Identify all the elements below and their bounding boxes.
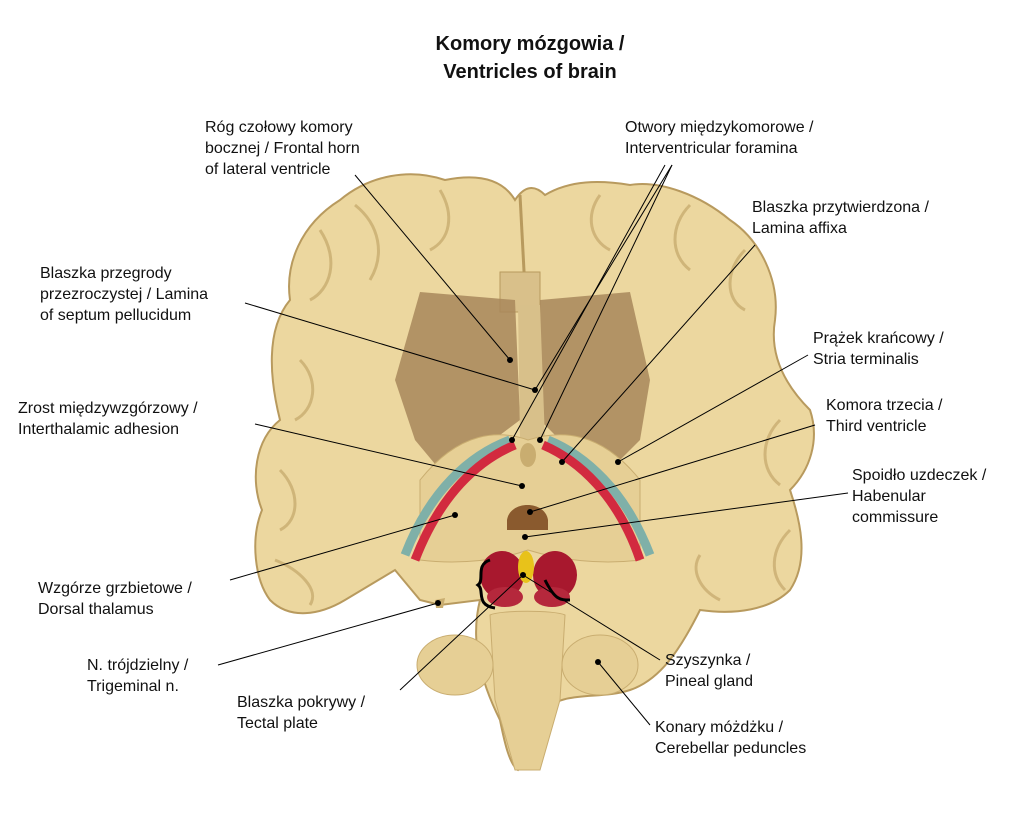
- label-septum-line1: Blaszka przegrody: [40, 265, 172, 282]
- leader-dots: [435, 357, 621, 665]
- label-adhesion: Zrost międzywzgórzowy / Interthalamic ad…: [18, 398, 198, 440]
- label-tectal: Blaszka pokrywy / Tectal plate: [237, 692, 365, 734]
- label-frontal-horn: Róg czołowy komory bocznej / Frontal hor…: [205, 117, 360, 180]
- label-septum-line3: of septum pellucidum: [40, 307, 192, 324]
- tectal-brace-right: [543, 579, 571, 602]
- tectal-brace: [475, 558, 496, 610]
- label-foramina: Otwory międzykomorowe / Interventricular…: [625, 117, 814, 159]
- third-ventricle-shape: [507, 505, 548, 530]
- label-pineal-line2: Pineal gland: [665, 673, 754, 690]
- tectal-lower-left: [487, 587, 523, 607]
- label-third-ventricle: Komora trzecia / Third ventricle: [826, 395, 942, 437]
- lamina-affixa-right: [546, 435, 655, 557]
- title-line2: Ventricles of brain: [443, 61, 617, 83]
- brainstem: [489, 610, 566, 771]
- gyri-shading: [274, 189, 792, 606]
- label-stria: Prążek krańcowy / Stria terminalis: [813, 328, 944, 370]
- label-thalamus-line1: Wzgórze grzbietowe /: [38, 580, 192, 597]
- stria-terminalis-right: [541, 440, 645, 562]
- label-lamina-affixa-line2: Lamina affixa: [752, 220, 847, 237]
- label-lamina-affixa-line1: Blaszka przytwierdzona /: [752, 199, 929, 216]
- leader-lines: [217, 164, 849, 726]
- label-frontal-horn-line3: of lateral ventricle: [205, 161, 331, 178]
- label-adhesion-line2: Interthalamic adhesion: [18, 421, 179, 438]
- label-third-ventricle-line1: Komora trzecia /: [826, 397, 943, 414]
- label-stria-line1: Prążek krańcowy /: [813, 330, 944, 347]
- title-line1: Komory mózgowia /: [435, 33, 625, 55]
- label-septum-line2: przezroczystej / Lamina: [40, 286, 209, 303]
- label-peduncles-line1: Konary móżdżku /: [655, 719, 784, 736]
- label-peduncles-line2: Cerebellar peduncles: [655, 740, 807, 757]
- label-thalamus-line2: Dorsal thalamus: [38, 601, 154, 618]
- label-peduncles: Konary móżdżku / Cerebellar peduncles: [655, 717, 806, 759]
- tectal-plate-left: [480, 551, 524, 599]
- lateral-ventricle-left: [395, 292, 520, 470]
- septum-pellucidum: [518, 305, 545, 440]
- tectal-plate-right: [533, 551, 577, 599]
- label-adhesion-line1: Zrost międzywzgórzowy /: [18, 400, 198, 417]
- label-trigeminal-line1: N. trójdzielny /: [87, 657, 189, 674]
- label-frontal-horn-line2: bocznej / Frontal horn: [205, 140, 360, 157]
- interthalamic-adhesion-shape: [520, 443, 536, 467]
- label-trigeminal: N. trójdzielny / Trigeminal n.: [87, 655, 188, 697]
- label-third-ventricle-line2: Third ventricle: [826, 418, 927, 435]
- label-habenular: Spoidło uzdeczek / Habenular commissure: [852, 465, 986, 528]
- label-foramina-line2: Interventricular foramina: [625, 140, 798, 157]
- label-lamina-affixa: Blaszka przytwierdzona / Lamina affixa: [752, 197, 929, 239]
- label-habenular-line1: Spoidło uzdeczek /: [852, 467, 987, 484]
- page-title: Komory mózgowia / Ventricles of brain: [330, 30, 730, 86]
- pineal-gland-shape: [518, 551, 534, 583]
- lamina-affixa-left: [400, 435, 512, 557]
- label-foramina-line1: Otwory międzykomorowe /: [625, 119, 814, 136]
- label-habenular-line2: Habenular: [852, 488, 926, 505]
- label-frontal-horn-line1: Róg czołowy komory: [205, 119, 353, 136]
- cerebellar-peduncle-left: [416, 634, 494, 696]
- label-trigeminal-line2: Trigeminal n.: [87, 678, 179, 695]
- label-thalamus: Wzgórze grzbietowe / Dorsal thalamus: [38, 578, 192, 620]
- label-pineal-line1: Szyszynka /: [665, 652, 751, 669]
- tectal-lower-right: [534, 587, 570, 607]
- label-tectal-line1: Blaszka pokrywy /: [237, 694, 366, 711]
- label-septum: Blaszka przegrody przezroczystej / Lamin…: [40, 263, 208, 326]
- label-habenular-line3: commissure: [852, 509, 939, 526]
- label-stria-line2: Stria terminalis: [813, 351, 919, 368]
- label-pineal: Szyszynka / Pineal gland: [665, 650, 753, 692]
- label-tectal-line2: Tectal plate: [237, 715, 318, 732]
- stria-terminalis-left: [410, 440, 517, 562]
